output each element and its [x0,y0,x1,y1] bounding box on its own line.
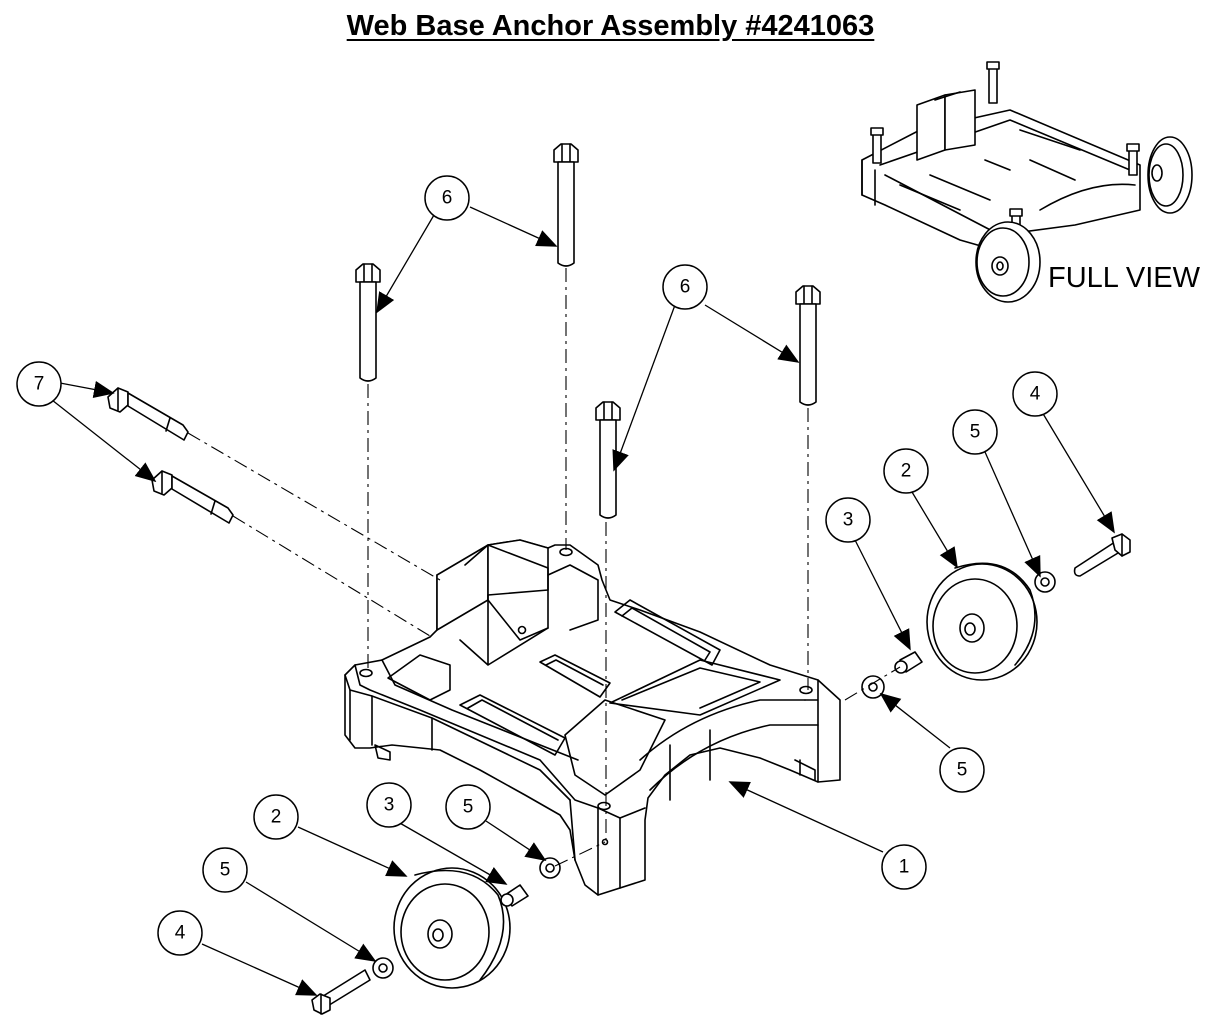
callout-5-left-bottom: 5 [202,847,248,893]
callout-leaders [51,206,1115,996]
wheel-assembly-left [311,857,561,1015]
svg-text:3: 3 [384,795,395,816]
full-view-illustration [861,61,1193,303]
full-view-label: FULL VIEW [1048,262,1201,294]
page-title: Web Base Anchor Assembly #4241063 [346,10,875,42]
callout-6-top-left: 6 [424,175,470,221]
svg-text:2: 2 [271,807,282,828]
svg-text:2: 2 [901,461,912,482]
svg-text:1: 1 [899,857,910,878]
callout-5-left-top: 5 [445,784,491,830]
wheel-assembly-right [861,533,1131,699]
callout-2-right: 2 [883,448,929,494]
svg-text:5: 5 [970,422,981,443]
base-frame-part-1 [344,539,841,896]
hex-bolt-part-7 [107,387,234,524]
callout-5-right-top: 5 [952,409,998,455]
svg-text:6: 6 [680,277,691,298]
callout-4-right: 4 [1012,371,1058,417]
svg-text:5: 5 [220,860,231,881]
callout-5-right-bottom: 5 [939,747,985,793]
svg-text:4: 4 [1030,384,1041,405]
callout-1: 1 [881,844,927,890]
hex-bolt-part-6 [355,143,821,519]
callout-3-right: 3 [825,497,871,543]
svg-text:4: 4 [175,923,186,944]
callout-3-left: 3 [366,782,412,828]
callout-2-left: 2 [253,794,299,840]
svg-text:5: 5 [463,797,474,818]
svg-text:6: 6 [442,188,453,209]
svg-text:5: 5 [957,760,968,781]
callout-6-middle: 6 [662,264,708,310]
svg-text:3: 3 [843,510,854,531]
callout-7: 7 [16,361,62,407]
assembly-centerlines [187,268,901,867]
callout-4-left: 4 [157,910,203,956]
svg-text:7: 7 [34,374,45,395]
